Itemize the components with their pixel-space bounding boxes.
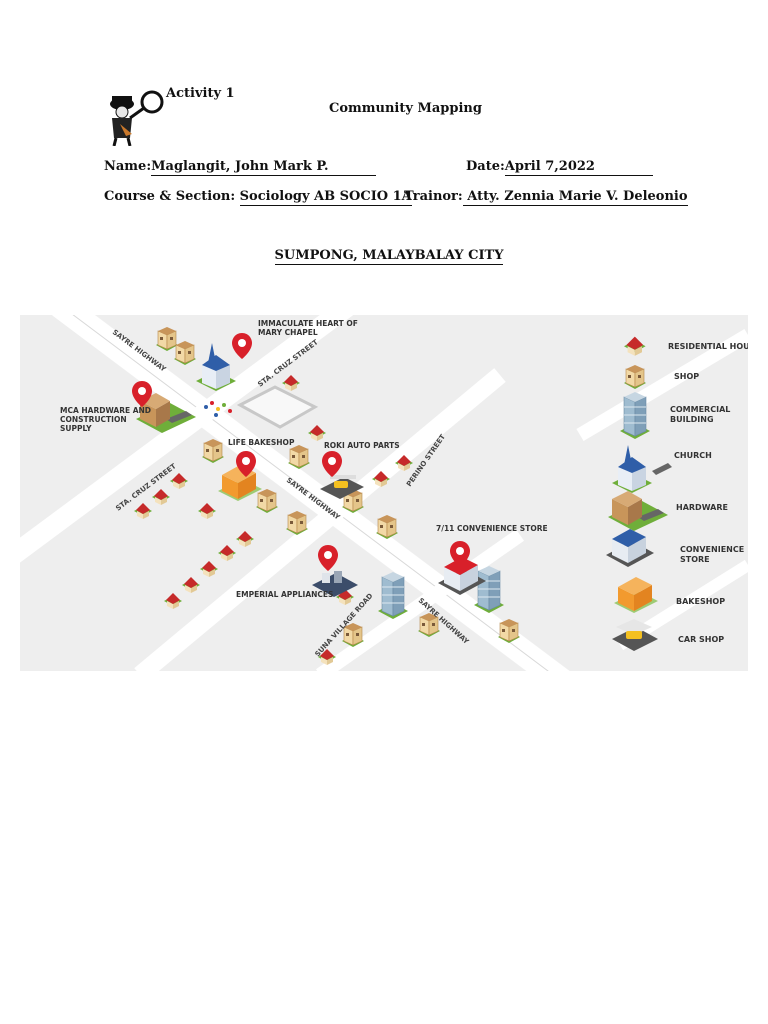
trainor-value: Atty. Zennia Marie V. Deleonio (462, 189, 688, 206)
legend-label-hardware: HARDWARE (676, 503, 728, 512)
bakeshop-building (218, 465, 262, 501)
legend-label-car-shop: CAR SHOP (678, 635, 724, 644)
date-label: Date: (466, 159, 505, 174)
trainor-field: Trainor: Atty. Zennia Marie V. Deleonio (404, 189, 688, 206)
course-field: Course & Section: Sociology AB SOCIO 1A (104, 189, 412, 206)
course-label: Course & Section: (104, 189, 236, 204)
map-legend: RESIDENTIAL HOUSE SHOP COMMERCIALBUILDIN… (606, 336, 748, 651)
date-value: April 7,2022 (504, 159, 653, 176)
date-field: Date: April 7,2022 (466, 159, 653, 176)
label-autoparts: ROKI AUTO PARTS (324, 441, 400, 450)
legend-church-icon (612, 445, 672, 493)
hardware-building (136, 393, 196, 433)
label-appliances: EMPERIAL APPLIANCES (236, 590, 333, 599)
name-value: Maglangit, John Mark P. (151, 159, 377, 176)
crowd-figures (204, 401, 232, 417)
legend-label-bakeshop: BAKESHOP (676, 597, 725, 606)
legend-hardware-icon (608, 491, 668, 531)
course-value: Sociology AB SOCIO 1A (239, 189, 412, 206)
detective-clipart-icon (100, 90, 166, 147)
activity-label: Activity 1 (166, 86, 235, 101)
location-title: SUMPONG, MALAYBALAY CITY (274, 248, 504, 265)
legend-car-shop-icon (612, 619, 658, 651)
legend-label-shop: SHOP (674, 372, 699, 381)
label-bakeshop: LIFE BAKESHOP (228, 438, 295, 447)
car-shop-building (320, 475, 364, 499)
legend-bakeshop-icon (614, 577, 658, 613)
appliances-building (312, 571, 358, 597)
legend-label-church: CHURCH (674, 451, 712, 460)
legend-convenience-store-icon (606, 529, 654, 567)
name-field: Name: Maglangit, John Mark P. (104, 159, 377, 176)
name-label: Name: (104, 159, 152, 174)
legend-commercial-building-icon (619, 391, 651, 440)
road-network (20, 315, 748, 671)
document-title: Community Mapping (329, 101, 482, 116)
legend-label-residential: RESIDENTIAL HOUSE (668, 342, 748, 351)
legend-shop-icon (623, 364, 647, 390)
label-convenience: 7/11 CONVENIENCE STORE (436, 524, 548, 533)
trainor-label: Trainor: (404, 189, 463, 204)
legend-residential-house-icon (624, 336, 646, 356)
plaza (236, 385, 319, 429)
chapel-building (196, 343, 236, 391)
